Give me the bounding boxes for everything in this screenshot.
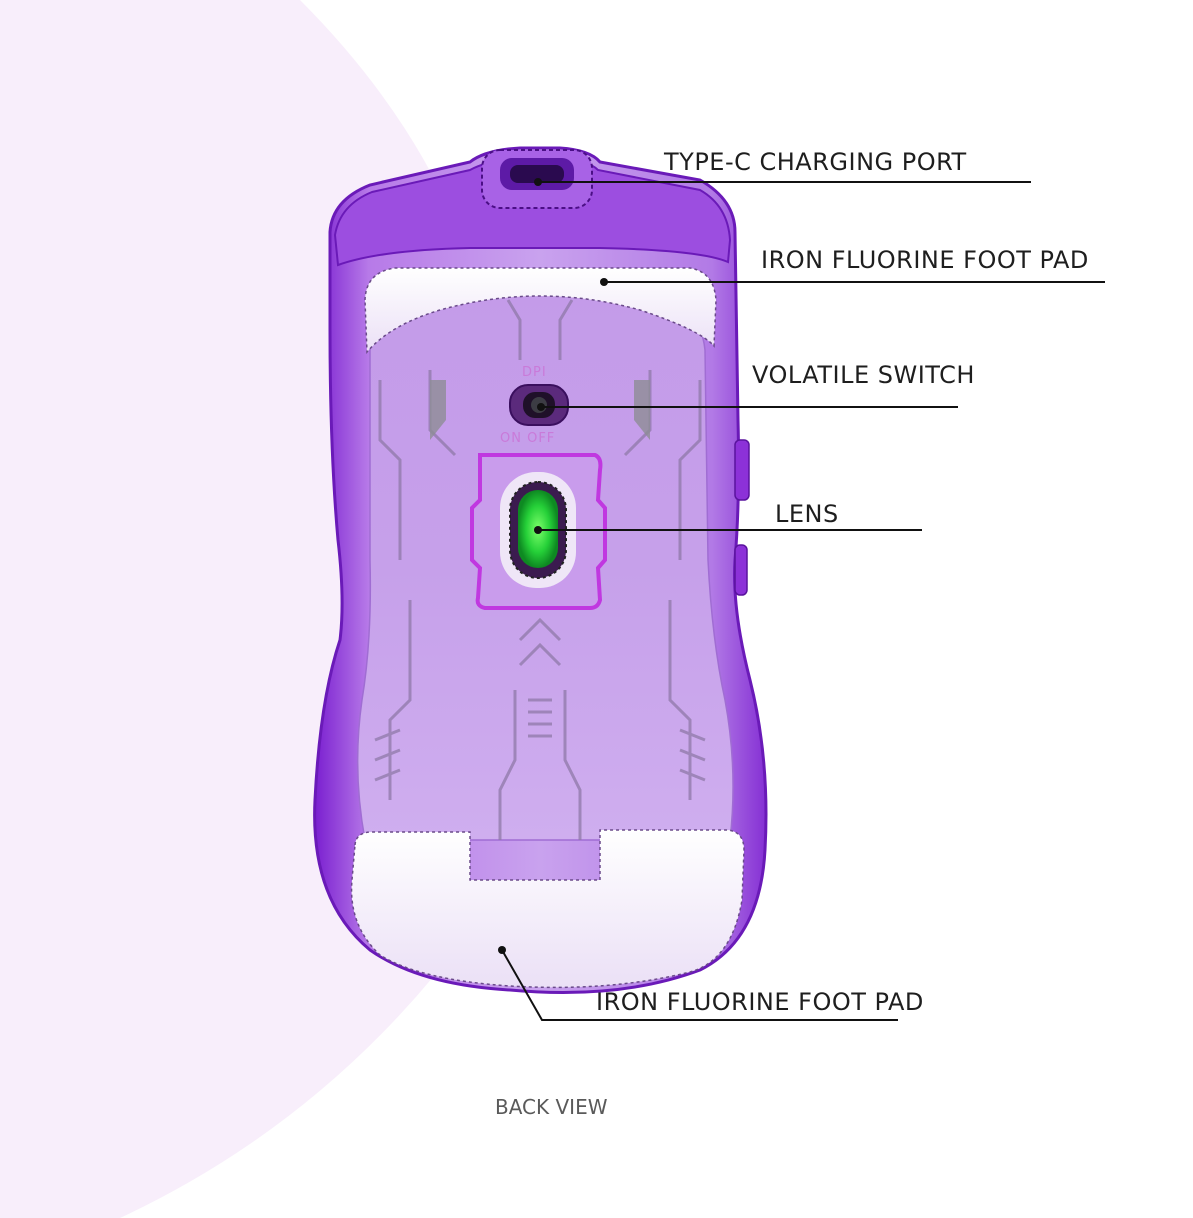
dpi-engraving: DPI — [522, 365, 547, 380]
label-lens: LENS — [775, 500, 839, 528]
label-foot-pad-top: IRON FLUORINE FOOT PAD — [761, 246, 1089, 274]
side-button-1 — [734, 439, 750, 501]
on-off-engraving: ON OFF — [500, 431, 556, 446]
panel-lines — [374, 299, 706, 840]
label-charging-port: TYPE-C CHARGING PORT — [664, 148, 967, 176]
leader-lines — [501, 181, 1105, 1021]
leader-dots — [498, 178, 608, 954]
foot-pad-bottom — [350, 829, 745, 989]
side-button-2 — [734, 544, 748, 596]
label-foot-pad-bottom: IRON FLUORINE FOOT PAD — [596, 988, 924, 1016]
leader-foot-pad-bottom — [501, 949, 898, 1021]
mouse-illustration — [313, 146, 768, 994]
label-volatile-switch: VOLATILE SWITCH — [752, 361, 975, 389]
mouse-top-cap — [333, 157, 732, 267]
grey-accents — [430, 380, 650, 440]
view-caption: BACK VIEW — [495, 1095, 608, 1119]
foot-pad-top — [364, 267, 717, 354]
